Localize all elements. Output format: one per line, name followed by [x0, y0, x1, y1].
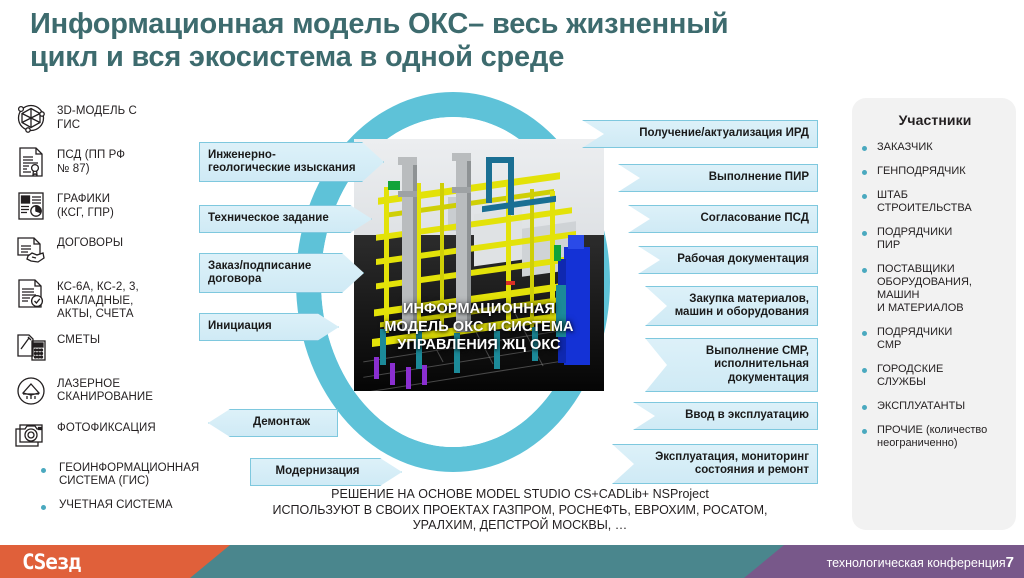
3d-model-image [354, 139, 604, 391]
list-item: ФОТОФИКСАЦИЯ [14, 418, 209, 454]
bullet-icon [862, 170, 867, 175]
list-item: ЗАКАЗЧИК [862, 141, 1008, 154]
bullet-icon [862, 146, 867, 151]
lifecycle-step-working-documentation[interactable]: Рабочая документация [638, 246, 818, 274]
lifecycle-step-label: Эксплуатация, мониторинг состояния и рем… [655, 450, 809, 477]
lifecycle-step-label: Инициация [208, 320, 272, 333]
list-item: ГЕНПОДРЯДЧИК [862, 165, 1008, 178]
3d-cube-gis-icon [14, 101, 48, 135]
list-item: УЧЕТНАЯ СИСТЕМА [14, 499, 209, 513]
lifecycle-step-design-works[interactable]: Выполнение ПИР [618, 164, 818, 192]
list-item: ГРАФИКИ(КСГ, ГПР) [14, 189, 209, 225]
lifecycle-step-label: Инженерно-геологические изыскания [208, 148, 356, 174]
checked-doc-icon [14, 277, 48, 311]
brand-logo: CSезд [22, 550, 81, 574]
participant-label: ЗАКАЗЧИК [877, 141, 933, 153]
laser-scan-icon [14, 374, 48, 408]
bullet-icon [862, 194, 867, 199]
participants-heading: Участники [898, 112, 972, 128]
list-item: СМЕТЫ [14, 330, 209, 366]
lifecycle-step-contract-signing[interactable]: Заказ/подписание договора [199, 253, 364, 293]
lifecycle-step-label: Техническое задание [208, 212, 329, 225]
lifecycle-step-psd-approval[interactable]: Согласование ПСД [628, 205, 818, 233]
lifecycle-step-label: Ввод в эксплуатацию [685, 409, 809, 422]
handshake-doc-icon [14, 233, 48, 267]
lifecycle-step-operation-monitoring[interactable]: Эксплуатация, мониторинг состояния и рем… [612, 444, 818, 484]
lifecycle-step-label: Закупка материалов, машин и оборудования [674, 292, 809, 319]
footer-right-block [744, 545, 1024, 578]
bullet-icon [862, 368, 867, 373]
bullet-icon [41, 504, 46, 510]
list-item-label: ГРАФИКИ(КСГ, ГПР) [57, 193, 114, 219]
lifecycle-step-label: Рабочая документация [677, 253, 809, 266]
lifecycle-step-commissioning[interactable]: Ввод в эксплуатацию [633, 402, 818, 430]
lifecycle-step-engineering-survey[interactable]: Инженерно-геологические изыскания [199, 142, 384, 182]
page-number: 7 [1005, 554, 1014, 571]
lifecycle-step-label: Выполнение ПИР [708, 171, 809, 184]
list-item: ДОГОВОРЫ [14, 233, 209, 269]
lifecycle-step-label: Заказ/подписание договора [208, 259, 312, 285]
camera-icon [14, 418, 48, 452]
calculator-doc-icon [14, 330, 48, 364]
participant-label: ГЕНПОДРЯДЧИК [877, 165, 966, 177]
lifecycle-step-modernization[interactable]: Модернизация [250, 458, 402, 486]
lifecycle-step-label: Модернизация [275, 465, 360, 478]
lifecycle-step-label: Получение/актуализация ИРД [639, 127, 809, 140]
certificate-doc-icon [14, 145, 48, 179]
list-item-label: СМЕТЫ [57, 333, 101, 346]
footer-bar: CSезд технологическая конференция7 [0, 545, 1024, 578]
list-item: ЭКСПЛУАТАНТЫ [862, 400, 1008, 413]
lifecycle-step-construction-works[interactable]: Выполнение СМР, исполнительная документа… [645, 338, 818, 392]
lifecycle-step-permits[interactable]: Получение/актуализация ИРД [582, 120, 818, 148]
bullet-icon [862, 429, 867, 434]
list-item-label: ФОТОФИКСАЦИЯ [57, 421, 156, 434]
list-item-label: УЧЕТНАЯ СИСТЕМА [59, 498, 173, 511]
lifecycle-step-dismantling[interactable]: Демонтаж [208, 409, 338, 437]
bullet-icon [862, 405, 867, 410]
solution-note: РЕШЕНИЕ НА ОСНОВЕ MODEL STUDIO CS+CADLib… [272, 487, 768, 532]
footer-left-block [0, 545, 230, 578]
bullet-icon [41, 467, 46, 473]
page-title: Информационная модель ОКС– весь жизненны… [30, 8, 729, 73]
lifecycle-step-label: Согласование ПСД [700, 212, 810, 225]
chart-doc-icon [14, 189, 48, 223]
participant-label: ЭКСПЛУАТАНТЫ [877, 400, 966, 412]
conference-text: технологическая конференция [826, 556, 1006, 570]
lifecycle-step-procurement[interactable]: Закупка материалов, машин и оборудования [645, 286, 818, 326]
lifecycle-step-initiation[interactable]: Инициация [199, 313, 339, 341]
bullet-icon [862, 331, 867, 336]
lifecycle-step-label: Демонтаж [252, 416, 311, 429]
footer-conference-label: технологическая конференция7 [827, 554, 1014, 571]
list-item-label: ДОГОВОРЫ [57, 237, 124, 249]
lifecycle-step-technical-assignment[interactable]: Техническое задание [199, 205, 372, 233]
list-item: КС-6А, КС-2, 3,НАКЛАДНЫЕ,АКТЫ, СЧЕТА [14, 277, 209, 322]
list-item-label: КС-6А, КС-2, 3,НАКЛАДНЫЕ,АКТЫ, СЧЕТА [57, 281, 139, 320]
lifecycle-step-label: Выполнение СМР, исполнительная документа… [705, 344, 809, 384]
bullet-icon [862, 268, 867, 273]
bullet-icon [862, 231, 867, 236]
